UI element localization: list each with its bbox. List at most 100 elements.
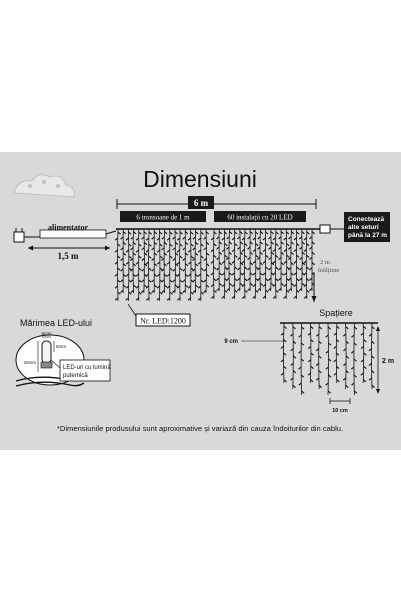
- led-mark: [249, 262, 254, 266]
- led-mark: [130, 247, 134, 251]
- led-mark: [143, 252, 148, 256]
- led-mark: [280, 372, 285, 376]
- led-mark: [288, 287, 292, 292]
- led-mark: [229, 231, 233, 235]
- led-mark: [169, 231, 173, 235]
- led-mark: [280, 272, 285, 276]
- led-mark: [231, 283, 235, 288]
- led-mark: [218, 251, 223, 255]
- led-mark: [153, 241, 158, 245]
- led-mark: [336, 325, 340, 329]
- led-mark: [237, 277, 241, 281]
- led-mark: [285, 231, 290, 235]
- led-mark: [166, 261, 171, 265]
- led-mark: [283, 365, 287, 369]
- led-mark: [234, 254, 238, 258]
- led-mark: [179, 279, 183, 283]
- led-mark: [280, 282, 285, 286]
- led-mark: [270, 251, 275, 255]
- led-mark: [221, 248, 226, 253]
- led-mark: [318, 355, 322, 359]
- led-mark: [120, 268, 124, 272]
- led-mark: [362, 325, 367, 329]
- curtain-strand: [239, 228, 241, 292]
- led-mark: [151, 268, 155, 272]
- led-mark: [296, 243, 300, 247]
- led-mark: [132, 263, 136, 267]
- led-mark: [159, 291, 163, 295]
- led-mark: [117, 267, 121, 271]
- led-mark: [280, 332, 285, 336]
- led-mark: [226, 256, 230, 261]
- led-mark: [360, 345, 365, 349]
- led-mark: [197, 285, 202, 289]
- led-mark: [234, 231, 238, 235]
- led-mark: [166, 285, 171, 289]
- led-mark: [268, 256, 272, 261]
- led-mark: [114, 237, 119, 241]
- led-mark: [125, 273, 130, 277]
- led-mark: [371, 384, 375, 388]
- led-mark: [117, 291, 121, 295]
- led-mark: [247, 267, 251, 271]
- led-mark: [272, 295, 277, 299]
- led-height-label-b: 20mm: [23, 360, 36, 365]
- led-mark: [252, 237, 256, 241]
- led-mark: [315, 333, 320, 337]
- led-mark: [120, 289, 124, 293]
- led-mark: [128, 255, 132, 259]
- led-mark: [290, 377, 294, 381]
- total-length-label: 6 m: [194, 198, 209, 208]
- led-mark: [179, 291, 183, 295]
- led-mark: [343, 362, 347, 366]
- led-mark: [310, 365, 314, 369]
- led-mark: [328, 342, 332, 346]
- led-mark: [299, 256, 303, 261]
- led-mark: [114, 249, 118, 253]
- led-mark: [141, 268, 145, 272]
- led-mark: [311, 262, 315, 266]
- led-mark: [290, 231, 295, 235]
- led-mark: [122, 284, 127, 288]
- curtain-strand: [270, 228, 272, 292]
- led-mark: [239, 241, 244, 245]
- led-mark: [197, 261, 202, 265]
- led-mark: [114, 261, 118, 265]
- led-mark: [192, 247, 196, 251]
- led-mark: [268, 267, 272, 271]
- led-mark: [216, 277, 220, 281]
- led-mark: [169, 243, 173, 247]
- led-mark: [318, 384, 323, 388]
- led-width-label: 5mm: [42, 331, 52, 336]
- led-mark: [325, 366, 329, 370]
- led-mark: [241, 295, 246, 299]
- led-mark: [144, 263, 148, 267]
- led-mark: [280, 251, 285, 255]
- led-mark: [296, 231, 300, 235]
- curtain-strand: [285, 228, 288, 300]
- led-mark: [290, 262, 294, 266]
- led-mark: [353, 390, 358, 394]
- led-mark: [283, 248, 287, 253]
- led-mark: [371, 355, 375, 359]
- led-mark: [151, 279, 155, 283]
- led-mark: [120, 247, 124, 251]
- led-mark: [265, 254, 269, 258]
- led-mark: [362, 379, 367, 383]
- led-mark: [351, 382, 355, 386]
- led-mark: [148, 231, 152, 235]
- led-mark: [310, 325, 314, 329]
- led-mark: [203, 257, 207, 261]
- led-mark: [257, 287, 261, 292]
- led-mark: [307, 359, 312, 363]
- curtain-strand: [228, 228, 230, 292]
- spacing-strand: [327, 322, 329, 396]
- led-mark: [293, 237, 297, 241]
- led-mark: [350, 350, 355, 354]
- led-mark: [197, 297, 202, 301]
- led-mark: [249, 251, 254, 255]
- led-mark: [206, 263, 210, 267]
- cable-length-arrow-right: [105, 245, 110, 251]
- led-mark: [218, 231, 223, 235]
- led-mark: [218, 272, 223, 276]
